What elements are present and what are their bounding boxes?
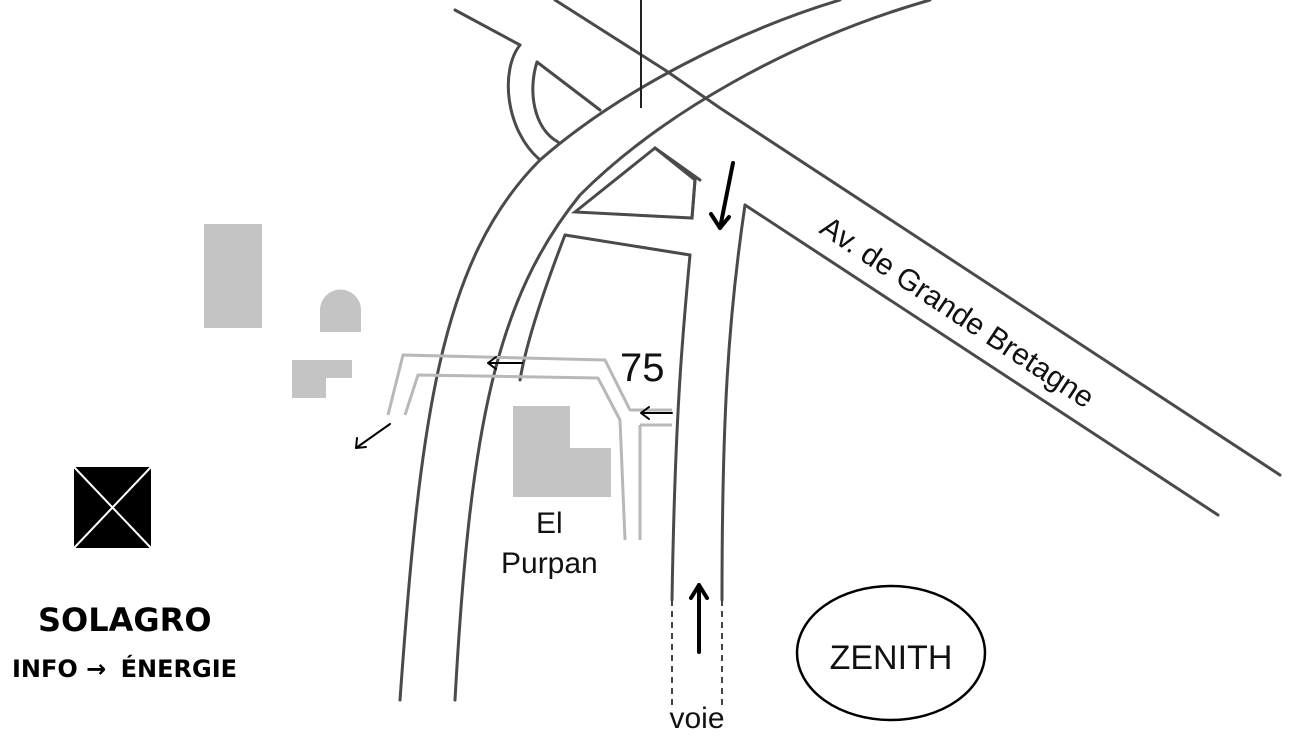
diagonal-road-upper-edge-b [553, 0, 1282, 477]
footpath-inner [403, 373, 627, 541]
vertical-road-left-edge-top [690, 178, 697, 220]
brand-name: SOLAGRO [38, 601, 212, 639]
avenue-label: Av. de Grande Bretagne [814, 210, 1100, 415]
building-label-line1: El [536, 507, 563, 540]
vertical-road-left-edge [670, 253, 692, 602]
direction-arrow-icon [689, 583, 709, 654]
voie-label: voie [669, 702, 724, 735]
brand-tagline: INFO → ÉNERGIE [12, 654, 237, 683]
diagonal-road-upper-edge [453, 8, 522, 47]
building-small-block [292, 360, 352, 398]
brand-tagline-left: INFO [12, 655, 78, 683]
direction-arrow-icon [640, 406, 673, 420]
zenith-ellipse [795, 584, 987, 722]
roads [398, 0, 1282, 705]
buildings [204, 224, 611, 497]
avenue-lower-edge [743, 203, 1220, 517]
solagro-logo-icon [73, 466, 152, 549]
connector-road-top [563, 233, 692, 257]
brand-tagline-right: ÉNERGIE [121, 654, 237, 683]
road-number-label: 75 [620, 346, 665, 390]
direction-arrow-icon [709, 161, 735, 230]
connector-road-bottom [518, 233, 567, 382]
vertical-road-right-edge [720, 203, 747, 602]
building-label-line2: Purpan [501, 547, 598, 580]
curved-road-inner-edge [453, 0, 932, 702]
ramp-loop-inner-top [535, 60, 602, 112]
brand-tagline-arrow: → [86, 655, 106, 683]
footpath-inner-right [638, 423, 672, 540]
ramp-loop-inner [531, 60, 560, 144]
building-dome [320, 289, 361, 332]
direction-arrow-icon [355, 423, 391, 449]
curved-road-outer-edge [398, 0, 842, 702]
brand-block: SOLAGRO INFO → ÉNERGIE [12, 466, 237, 683]
zenith-label: ZENITH [830, 639, 953, 677]
direction-arrows [355, 161, 735, 654]
ramp-loop-outer [506, 43, 542, 162]
building-el-purpan [513, 406, 611, 497]
building-large-left [204, 224, 262, 328]
direction-arrow-icon [487, 356, 523, 370]
